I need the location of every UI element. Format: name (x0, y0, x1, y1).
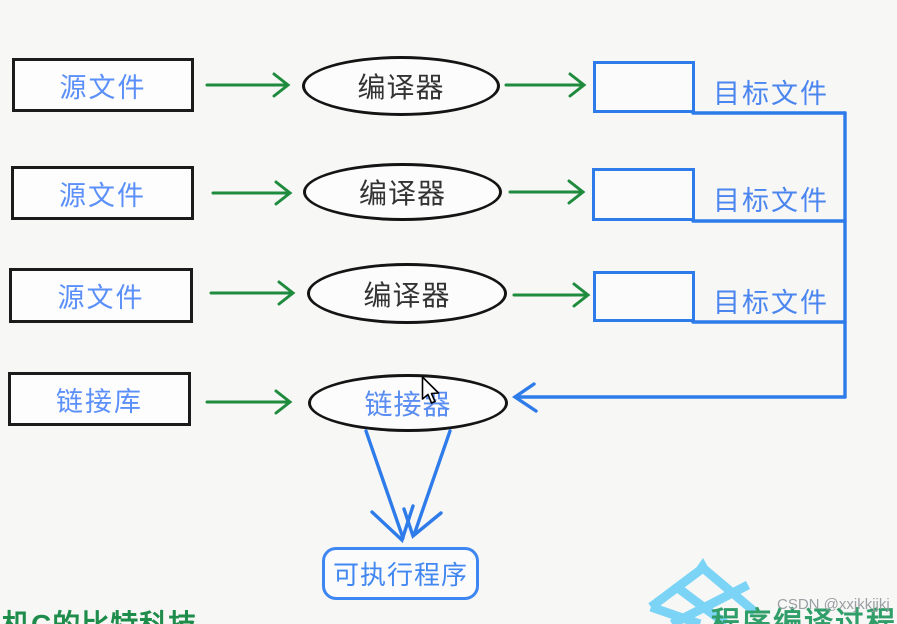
logo-stroke (648, 564, 706, 611)
compiler-label-3: 编译器 (363, 279, 451, 311)
csdn-watermark: CSDN @xxjkkjjkj (777, 596, 890, 613)
compiler-label-2: 编译器 (358, 178, 446, 209)
green-arrow-set (205, 72, 591, 415)
arrowhead-icon (277, 280, 296, 306)
arrowhead-icon (274, 180, 293, 206)
link-library-label: 链接库 (56, 386, 143, 417)
compiler-ellipse-1: 编译器 (302, 56, 500, 116)
source-file-label-1: 源文件 (59, 72, 147, 103)
compiler-ellipse-2: 编译器 (303, 163, 502, 221)
arrowhead-icon (402, 507, 443, 539)
linker-ellipse: 链接器 (308, 374, 508, 432)
arrowhead-icon (572, 282, 591, 308)
executable-program-box: 可执行程序 (322, 547, 479, 600)
source-file-label-2: 源文件 (59, 180, 146, 211)
object-file-box-3 (593, 271, 695, 322)
arrowhead-icon (370, 504, 415, 544)
arrowhead-icon (272, 72, 291, 98)
compiler-ellipse-3: 编译器 (307, 263, 507, 324)
object-file-box-2 (592, 168, 695, 221)
object-file-box-1 (593, 61, 695, 113)
source-file-box-2: 源文件 (11, 166, 194, 220)
footer-left-partial-text: 机C的比特科技 (2, 603, 197, 624)
arrowhead-icon (511, 382, 538, 413)
arrowhead-icon (568, 72, 587, 98)
object-file-label-3: 目标文件 (713, 288, 829, 318)
link-library-box: 链接库 (8, 372, 191, 426)
source-file-box-1: 源文件 (12, 58, 194, 112)
diagram-title: 程序编译过程 (711, 607, 897, 624)
linker-label: 链接器 (364, 389, 452, 420)
source-file-label-3: 源文件 (57, 283, 145, 313)
arrow-linker-to-exec-left (364, 429, 405, 540)
source-file-box-3: 源文件 (9, 268, 193, 323)
compiler-label-1: 编译器 (357, 72, 445, 103)
logo-arrow-tip (694, 558, 712, 574)
diamond-lattice-logo (648, 558, 758, 624)
object-file-label-2: 目标文件 (713, 186, 829, 216)
logo-stroke (649, 602, 702, 624)
executable-program-label: 可执行程序 (332, 560, 468, 590)
object-file-label-1: 目标文件 (713, 79, 829, 109)
arrow-linker-to-exec-right (412, 429, 452, 537)
arrowhead-icon (567, 179, 586, 205)
arrowhead-icon (274, 389, 293, 415)
